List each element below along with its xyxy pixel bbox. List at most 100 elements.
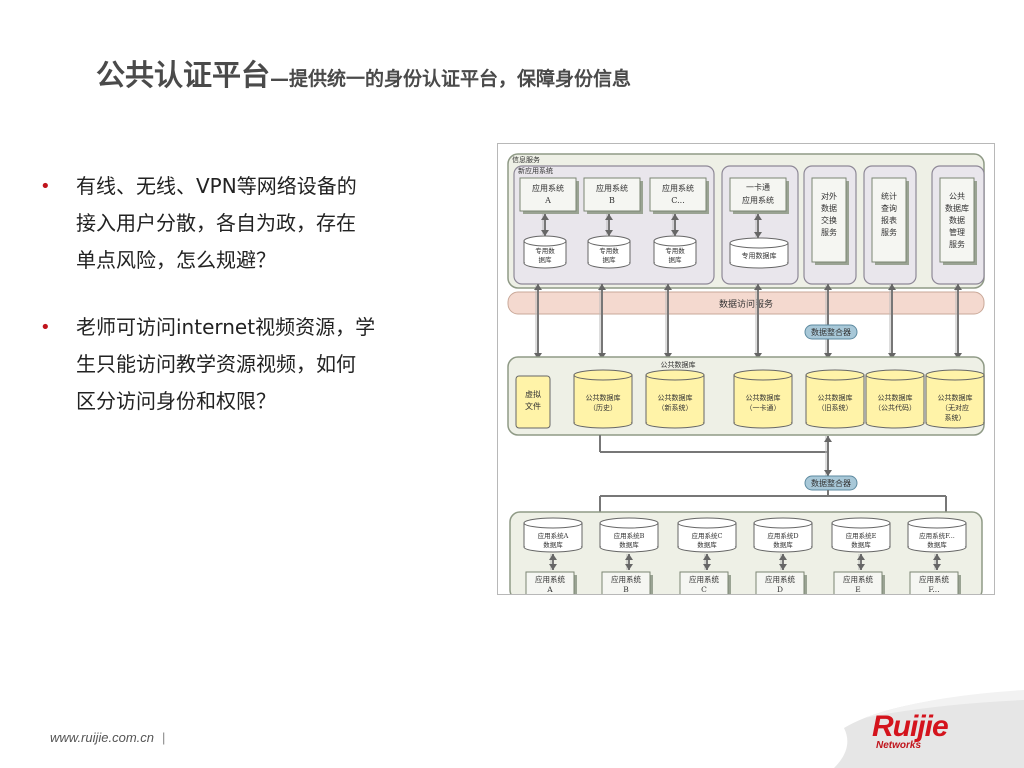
bullet-line: 区分访问身份和权限？	[76, 389, 276, 413]
cylinder-top	[645, 369, 705, 381]
vertical-link-head-up	[664, 284, 672, 290]
cylinder-top	[753, 517, 813, 529]
cylinder-top	[805, 369, 865, 381]
card-system-db	[729, 237, 789, 269]
legacy-app-box	[601, 571, 651, 594]
bullet-marker: •	[40, 317, 51, 338]
data-integrator-label: 数据整合器	[811, 478, 851, 488]
title-main: 公共认证平台	[96, 58, 271, 92]
legacy-link-head-down	[933, 564, 941, 570]
legacy-link-head-up	[625, 554, 633, 560]
legacy-db-label: 数据库	[543, 540, 563, 549]
vertical-link-head-down	[954, 353, 962, 359]
legacy-app-box	[833, 571, 883, 594]
cylinder-top	[523, 517, 583, 529]
cylinder-top	[729, 237, 789, 249]
legacy-app-label: 应用系统	[611, 574, 641, 584]
service-label: 数据	[949, 215, 965, 225]
legacy-app-box	[755, 571, 805, 594]
service-label: 服务	[881, 227, 897, 237]
service-label: 报表	[881, 215, 897, 225]
logo-brand: Ruijie	[872, 710, 949, 743]
vertical-link-head-up	[888, 284, 896, 290]
vertical-link-head-up	[534, 284, 542, 290]
legacy-app-id: A	[546, 585, 553, 594]
service-label: 数据	[821, 203, 837, 213]
app-system-box	[649, 177, 707, 212]
public-db-title: 公共数据库	[661, 360, 696, 369]
app-db-link-head-up	[671, 214, 679, 220]
footer-url[interactable]: www.ruijie.com.cn	[50, 730, 155, 745]
bullet-line: 接入用户分散，各自为政，存在	[76, 211, 356, 235]
architecture-diagram-svg: 信息服务新应用系统应用系统A专用数据库应用系统B专用数据库应用系统C...专用数…	[507, 153, 985, 594]
legacy-db-label: 应用系统E	[846, 531, 877, 540]
virtual-file-label: 虚拟	[525, 389, 541, 399]
cylinder-top	[587, 235, 631, 247]
cylinder-fill	[866, 375, 924, 422]
cylinder-top	[677, 517, 737, 529]
cylinder-fill	[574, 375, 632, 422]
vertical-link-head-down	[824, 353, 832, 359]
app-db-link-head-up	[605, 214, 613, 220]
dedicated-db-label: 专用数	[665, 246, 685, 255]
vertical-link-head-up	[954, 284, 962, 290]
cylinder-top	[653, 235, 697, 247]
public-db-label: （一卡通）	[746, 403, 781, 412]
service-label: 交换	[821, 215, 837, 225]
cylinder-top	[523, 235, 567, 247]
public-db-label: 公共数据库	[938, 393, 973, 402]
legacy-app-label: 应用系统	[843, 574, 873, 584]
vertical-link-head-down	[754, 353, 762, 359]
cylinder-top	[865, 369, 925, 381]
cylinder-fill	[754, 523, 812, 546]
legacy-app-id: F...	[928, 585, 939, 594]
legacy-link-head-up	[549, 554, 557, 560]
legacy-db-label: 应用系统B	[614, 531, 645, 540]
cylinder-fill	[806, 375, 864, 422]
legacy-link-head-down	[779, 564, 787, 570]
public-db-label: 公共数据库	[878, 393, 913, 402]
cylinder-fill	[600, 523, 658, 546]
dedicated-db	[653, 235, 697, 269]
footer: www.ruijie.com.cn |	[50, 730, 165, 745]
logo-swoosh	[834, 690, 1024, 768]
cylinder-top	[907, 517, 967, 529]
logo-tagline: Networks	[876, 740, 922, 751]
legacy-link-head-up	[779, 554, 787, 560]
card-system-box	[729, 177, 787, 212]
vertical-link-head-down	[888, 353, 896, 359]
legacy-app-label: 应用系统	[919, 574, 949, 584]
card-db-link-head-up	[754, 214, 762, 220]
virtual-file-box	[515, 375, 551, 429]
vertical-link-head-up	[598, 284, 606, 290]
service-box	[939, 177, 975, 263]
app-db-link-head-up	[541, 214, 549, 220]
service-label: 对外	[821, 191, 837, 201]
info-service-label: 信息服务	[512, 155, 540, 164]
data-integrator-bottom	[804, 475, 858, 491]
legacy-app-id: C	[701, 585, 707, 594]
title-subtitle: —提供统一的身份认证平台，保障身份信息	[270, 68, 632, 90]
legacy-db-label: 数据库	[927, 540, 947, 549]
cylinder-top	[599, 517, 659, 529]
dedicated-db	[523, 235, 567, 269]
service-box	[871, 177, 907, 263]
legacy-link-head-down	[703, 564, 711, 570]
public-db-cylinder	[865, 369, 925, 429]
app-system-label: 应用系统	[662, 183, 694, 193]
vertical-link-head-up	[824, 284, 832, 290]
legacy-app-label: 应用系统	[535, 574, 565, 584]
legacy-link-head-down	[857, 564, 865, 570]
data-access-service-label: 数据访问服务	[719, 298, 773, 310]
bullet-marker: •	[40, 176, 51, 197]
footer-separator: |	[162, 730, 166, 745]
legacy-db-label: 应用系统C	[692, 531, 723, 540]
app-db-link-head-down	[541, 230, 549, 236]
cylinder-fill	[908, 523, 966, 546]
app-system-id: B	[609, 196, 615, 205]
cylinder-fill	[524, 241, 566, 262]
public-db-label: （新系统）	[658, 403, 693, 412]
legacy-db-cylinder	[677, 517, 737, 553]
integrator-link-head-up	[824, 436, 832, 442]
